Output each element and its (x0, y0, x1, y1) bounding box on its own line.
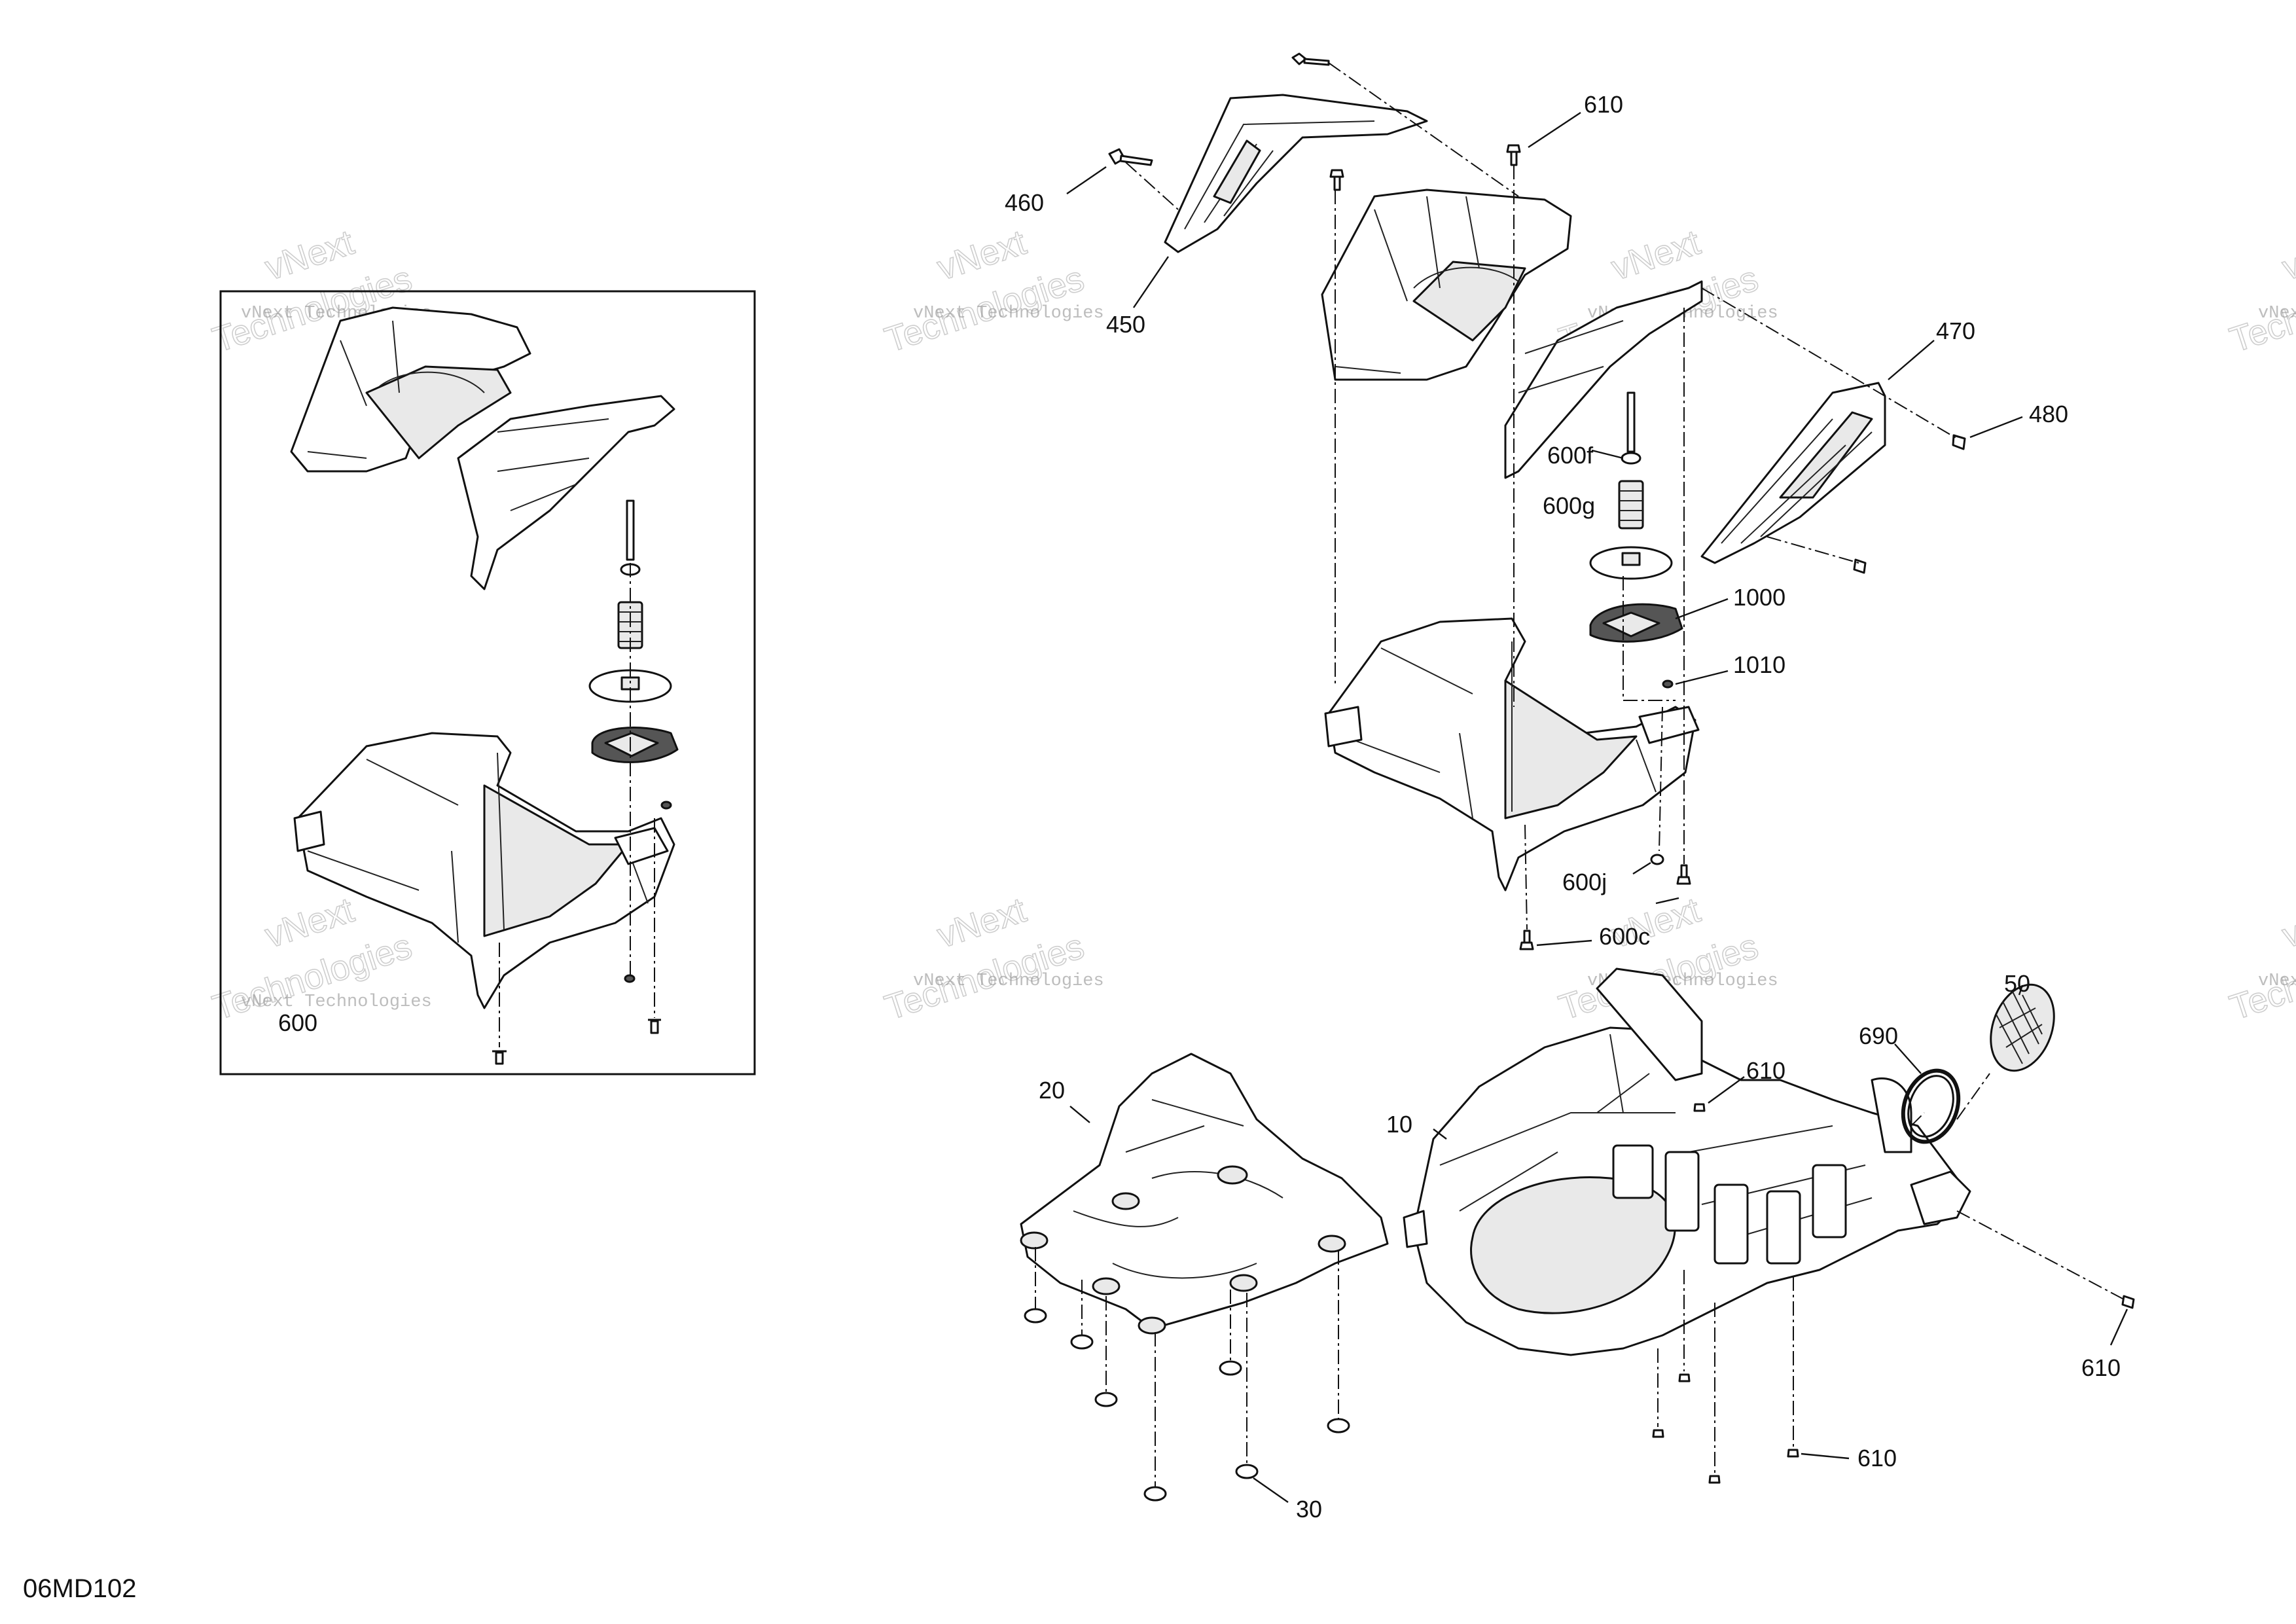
callout-610-mid: 610 (1746, 1057, 1785, 1084)
callout-600j: 600j (1562, 869, 1607, 895)
part-spring (1618, 480, 1644, 530)
screw-upper-left (1329, 169, 1344, 191)
part-600g-washer (1621, 452, 1641, 465)
part-30-grommets (1024, 1308, 1350, 1502)
callout-610-right: 610 (2081, 1354, 2121, 1381)
svg-text:vNext Technologies: vNext Technologies (241, 992, 432, 1012)
part-600f-bolt (1626, 391, 1636, 453)
callout-460: 460 (1005, 189, 1044, 216)
svg-text:vNext Technologies: vNext Technologies (2258, 304, 2296, 323)
svg-text:vNext Technologies: vNext Technologies (2258, 971, 2296, 991)
part-1000-pad (1589, 603, 1683, 643)
watermark-5: vNext Technologies vNext Technologies (207, 890, 432, 1028)
part-470-cover (1700, 382, 1886, 564)
inset-lower-duct (293, 732, 675, 1009)
watermark-2: vNext Technologies vNext Technologies (880, 222, 1104, 360)
svg-text:vNext Technologies: vNext Technologies (913, 971, 1104, 991)
screw-top-center (1291, 52, 1330, 66)
inset-upper-duct (290, 306, 675, 590)
part-1010-nut (1662, 679, 1674, 689)
upper-alignment-lines (1125, 62, 1958, 930)
part-610-airbox-screws (1652, 1103, 2135, 1484)
callout-10: 10 (1386, 1111, 1412, 1138)
part-upper-duct (1321, 189, 1703, 479)
inset-spring-stack (492, 499, 679, 1065)
part-610-top-screw (1506, 144, 1521, 166)
part-lower-duct (1324, 617, 1700, 892)
callout-1010: 1010 (1733, 651, 1785, 678)
callout-610-top: 610 (1584, 91, 1623, 118)
svg-text:vNext: vNext (2278, 890, 2296, 956)
part-600c-bolt-right (1676, 864, 1691, 885)
watermark-6: vNext Technologies vNext Technologies (880, 890, 1104, 1028)
callout-450: 450 (1106, 311, 1145, 338)
callout-480: 480 (2029, 401, 2068, 427)
kit-600-frame (219, 290, 756, 1075)
callout-1000: 1000 (1733, 584, 1785, 611)
callout-30: 30 (1296, 1496, 1322, 1523)
svg-text:vNext: vNext (2278, 223, 2296, 288)
part-10-airbox (1403, 967, 1971, 1356)
callout-610-bottom: 610 (1857, 1445, 1897, 1471)
lower-right-alignment-lines (1657, 1073, 2125, 1473)
callout-470: 470 (1936, 317, 1975, 344)
callout-600g: 600g (1543, 492, 1595, 519)
kit-600-label: 600 (278, 1009, 317, 1036)
watermark-8: vNext Technologies vNext Technologies (2225, 890, 2296, 1028)
callout-690: 690 (1859, 1022, 1898, 1049)
callout-600f: 600f (1547, 442, 1594, 469)
watermark-4: vNext Technologies vNext Technologies (2225, 222, 2296, 360)
part-spring-base (1589, 546, 1673, 580)
lower-left-alignment-lines (1035, 1247, 1339, 1487)
diagram-code: 06MD102 (23, 1574, 136, 1603)
svg-text:vNext Technologies: vNext Technologies (913, 304, 1104, 323)
callout-20: 20 (1039, 1077, 1065, 1104)
callout-600c: 600c (1599, 923, 1650, 950)
screw-cover-470-lower (1853, 558, 1867, 574)
part-600c-bolt-left (1519, 929, 1534, 950)
leader-lines (1066, 111, 2128, 1503)
part-450-cover (1164, 94, 1428, 253)
part-50-screen (1990, 983, 2055, 1072)
part-480-screw (1952, 434, 1966, 450)
callout-50: 50 (2004, 970, 2030, 997)
part-460-screw (1108, 148, 1153, 166)
part-20-skid-plate (1020, 1053, 1389, 1335)
part-600j-nut (1650, 854, 1664, 865)
part-690-clamp (1901, 1068, 1961, 1144)
